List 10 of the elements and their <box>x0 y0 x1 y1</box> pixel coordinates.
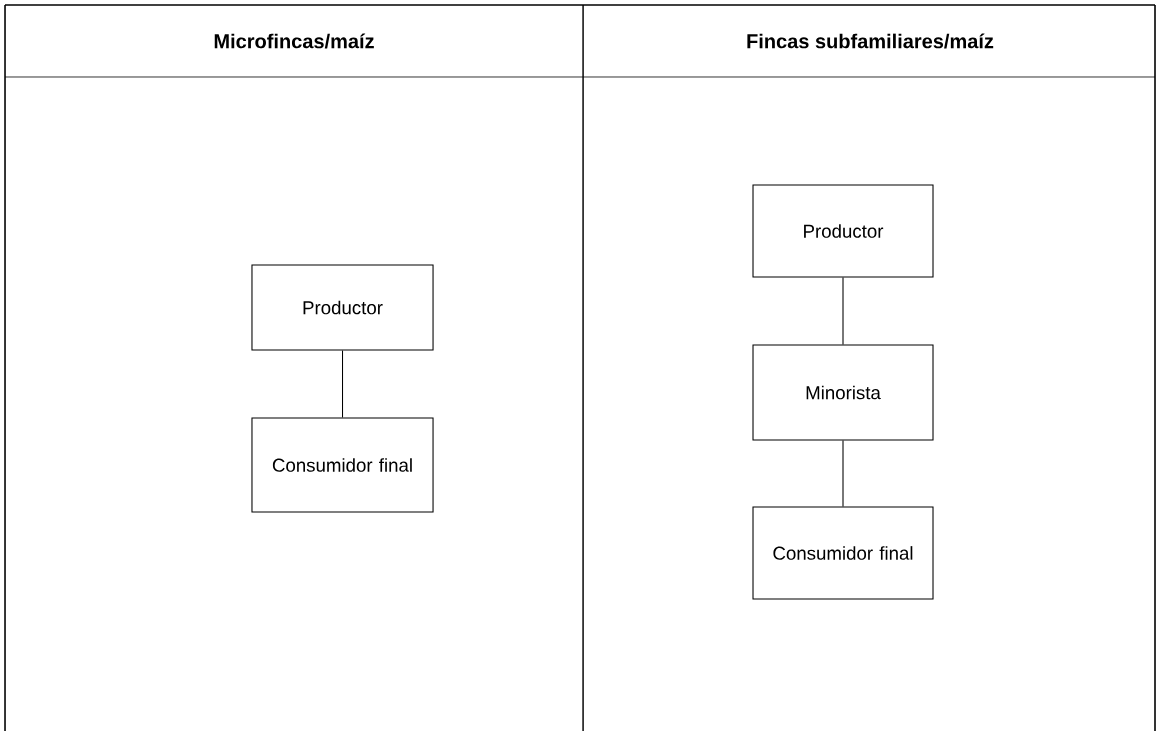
process-box: Minorista <box>752 344 934 441</box>
process-box: Consumidor final <box>752 506 934 600</box>
column-header: Fincas subfamiliares/maíz <box>747 33 994 49</box>
connector-line <box>842 439 844 507</box>
connector-line <box>842 277 844 346</box>
connector-line <box>341 350 344 418</box>
process-box: Consumidor final <box>251 417 434 513</box>
column-header: Microfincas/maíz <box>214 33 374 49</box>
process-box: Productor <box>251 264 434 351</box>
process-box: Productor <box>752 184 934 278</box>
